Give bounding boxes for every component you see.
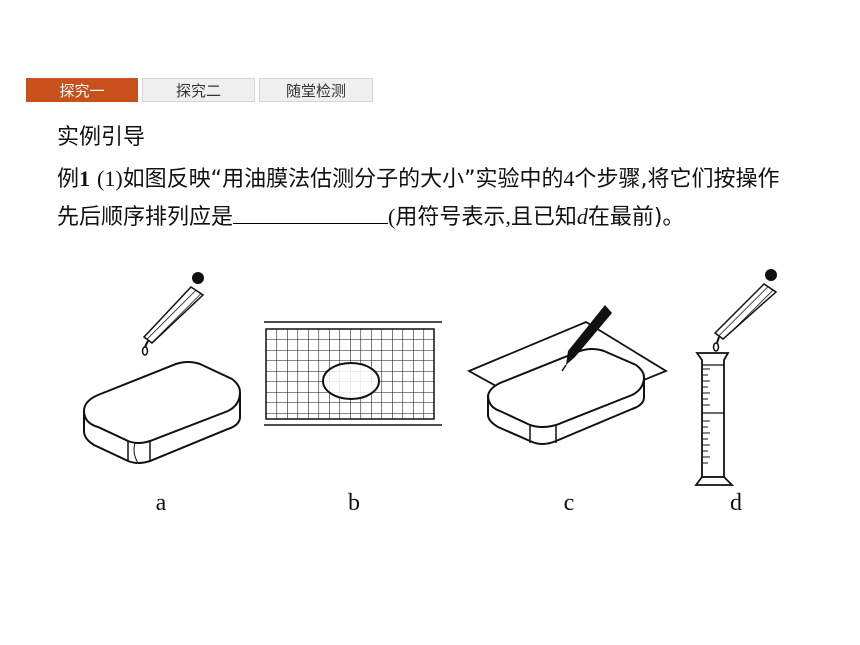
experiment-steps-illustration: [83, 269, 778, 486]
label-d: d: [730, 490, 742, 516]
tab-class-quiz[interactable]: 随堂检测: [259, 78, 373, 102]
label-a: a: [155, 490, 167, 516]
known-step: d: [576, 204, 588, 229]
question-text-d: 在最前)。: [587, 205, 685, 230]
question-text-a: 如图反映“用油膜法估测分子的大小”实验中的: [122, 167, 564, 192]
question-prefix: 例: [57, 167, 80, 192]
step-a-drawing: [83, 272, 241, 464]
question-number: 1: [79, 166, 91, 191]
question-text-c: (用符号表示,且已知: [388, 204, 577, 229]
experiment-figure: a b c d: [0, 265, 860, 525]
step-d-drawing: [694, 269, 778, 486]
question-text-b: 个步骤,将它们按操作先后顺序排列应是: [57, 167, 780, 230]
question-text: 例1 (1)如图反映“用油膜法估测分子的大小”实验中的4个步骤,将它们按操作先后…: [57, 160, 797, 236]
label-c: c: [563, 490, 575, 516]
section-title: 实例引导: [57, 125, 146, 150]
step-c-drawing: [466, 305, 668, 445]
tab-explore-2[interactable]: 探究二: [142, 78, 255, 102]
answer-blank[interactable]: [233, 201, 389, 224]
tab-explore-1[interactable]: 探究一: [26, 78, 138, 102]
step-b-drawing: [264, 321, 442, 426]
label-b: b: [348, 490, 360, 516]
tab-bar: 探究一 探究二 随堂检测: [26, 78, 373, 102]
question-part: (1): [97, 166, 123, 191]
step-count: 4: [563, 166, 575, 191]
